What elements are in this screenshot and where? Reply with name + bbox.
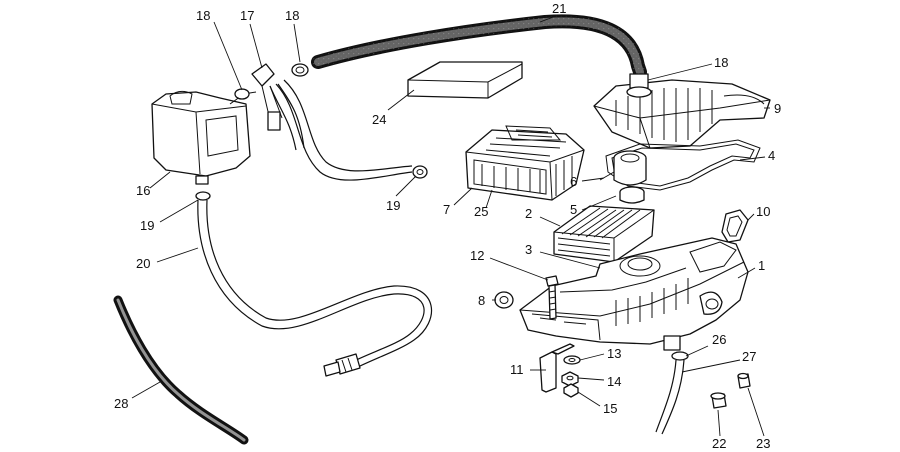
braided-hose bbox=[113, 295, 249, 445]
callout-labels: 1 2 3 4 5 6 7 8 9 10 11 12 13 14 15 16 1… bbox=[114, 1, 781, 451]
callout-6: 6 bbox=[570, 174, 577, 189]
filter-pad bbox=[407, 61, 523, 99]
filter-element bbox=[553, 205, 655, 263]
callout-21: 21 bbox=[552, 1, 566, 16]
callout-2: 2 bbox=[525, 206, 532, 221]
callout-17: 17 bbox=[240, 8, 254, 23]
callout-3: 3 bbox=[525, 242, 532, 257]
washer bbox=[563, 355, 581, 365]
reservoir-tank bbox=[151, 90, 257, 185]
callout-10: 10 bbox=[756, 204, 770, 219]
rubber-sleeve bbox=[599, 150, 647, 204]
callout-14: 14 bbox=[607, 374, 621, 389]
hose-clamp bbox=[234, 63, 309, 100]
callout-16: 16 bbox=[136, 183, 150, 198]
callout-24: 24 bbox=[372, 112, 386, 127]
callout-12: 12 bbox=[470, 248, 484, 263]
drain-hose bbox=[655, 359, 685, 435]
callout-8: 8 bbox=[478, 293, 485, 308]
leader-lines bbox=[131, 15, 770, 437]
callout-19-tank: 19 bbox=[140, 218, 154, 233]
callout-4: 4 bbox=[768, 148, 775, 163]
drain-hose bbox=[269, 79, 413, 181]
callout-9: 9 bbox=[774, 101, 781, 116]
mounting-bracket bbox=[539, 343, 575, 393]
grommet bbox=[494, 291, 514, 309]
drain-hose bbox=[195, 191, 433, 377]
hose-clamp bbox=[671, 351, 689, 361]
callout-26: 26 bbox=[712, 332, 726, 347]
callout-20: 20 bbox=[136, 256, 150, 271]
callout-1: 1 bbox=[758, 258, 765, 273]
callout-28: 28 bbox=[114, 396, 128, 411]
cap bbox=[737, 372, 751, 389]
callout-22: 22 bbox=[712, 436, 726, 451]
callout-25: 25 bbox=[474, 204, 488, 219]
callout-11: 11 bbox=[510, 362, 524, 377]
callout-5: 5 bbox=[570, 202, 577, 217]
plug bbox=[710, 392, 727, 409]
callout-19-hose: 19 bbox=[386, 198, 400, 213]
breather-hose bbox=[311, 14, 647, 79]
filter-cover bbox=[465, 125, 585, 201]
callout-18-clamp: 18 bbox=[285, 8, 299, 23]
callout-23: 23 bbox=[756, 436, 770, 451]
o-ring bbox=[721, 209, 749, 243]
callout-13: 13 bbox=[607, 346, 621, 361]
callout-18-duct: 18 bbox=[714, 55, 728, 70]
callout-15: 15 bbox=[603, 401, 617, 416]
callout-7: 7 bbox=[443, 202, 450, 217]
callout-18-tank: 18 bbox=[196, 8, 210, 23]
hose-fitting bbox=[251, 63, 283, 131]
hose-clamp bbox=[412, 165, 428, 179]
nut bbox=[561, 371, 579, 398]
callout-27: 27 bbox=[742, 349, 756, 364]
intake-duct bbox=[593, 73, 771, 149]
screw bbox=[545, 275, 559, 320]
